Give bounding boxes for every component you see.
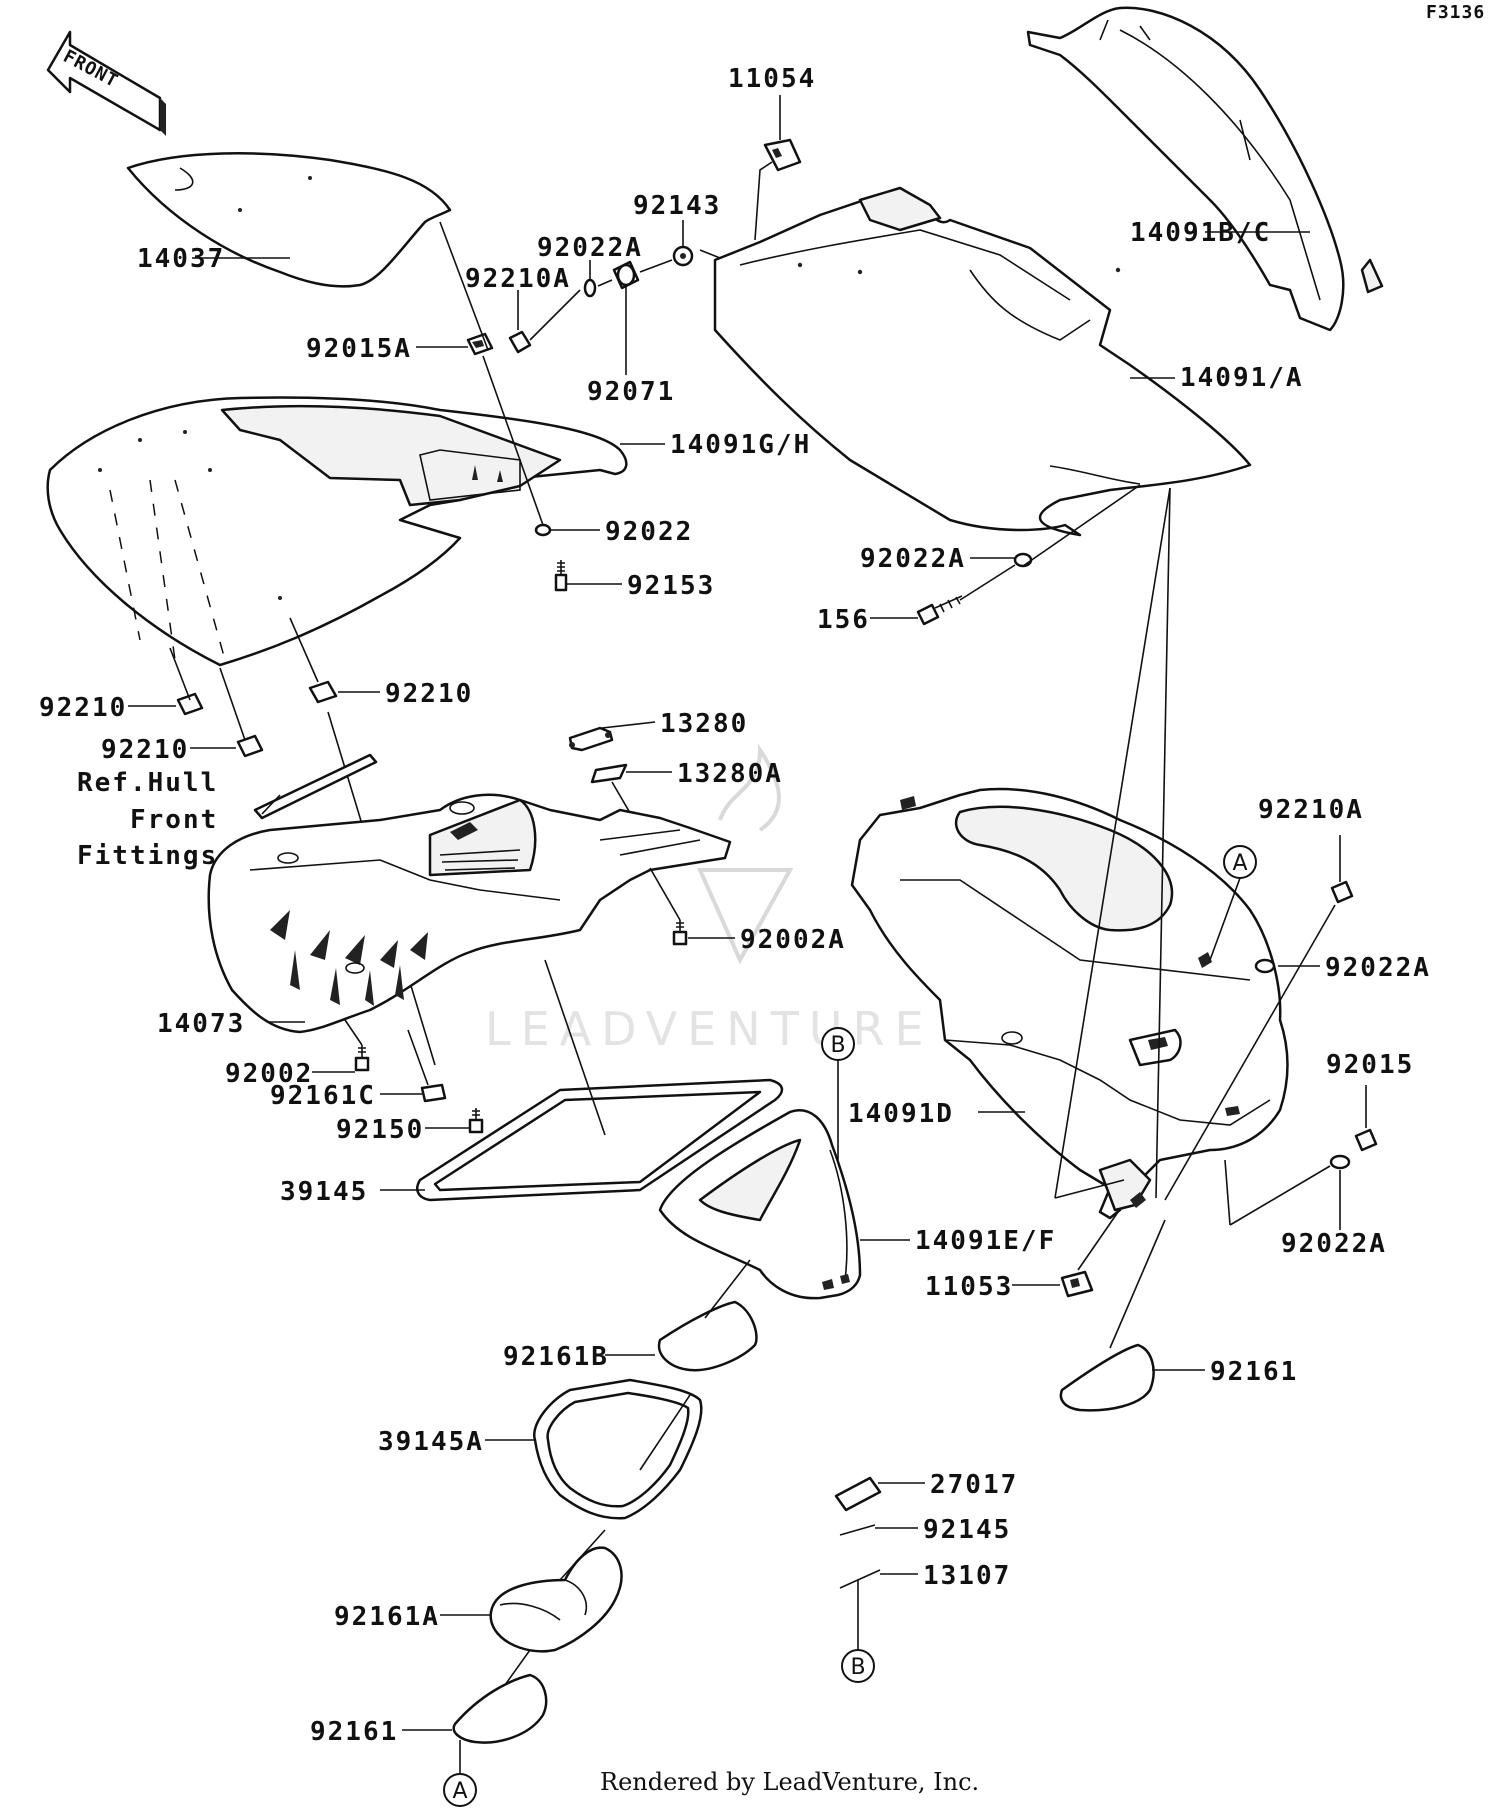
figure-code: F3136 xyxy=(1426,2,1485,23)
part-14073-tray xyxy=(207,793,732,1034)
part-92150-bolt xyxy=(468,1108,484,1134)
part-92161A-pad xyxy=(489,1546,623,1653)
credit-text: Rendered by LeadVenture, Inc. xyxy=(600,1768,979,1796)
label-92161B: 92161B xyxy=(503,1342,609,1372)
label-14037: 14037 xyxy=(137,244,225,274)
label-92022A-lowright: 92022A xyxy=(1281,1229,1387,1259)
part-13280-bracket xyxy=(568,726,614,752)
label-11053: 11053 xyxy=(925,1272,1013,1302)
label-92015: 92015 xyxy=(1326,1050,1414,1080)
front-arrow-icon: FRONT xyxy=(46,30,166,136)
label-27017: 27017 xyxy=(930,1470,1018,1500)
part-92210-clip-lower xyxy=(236,734,264,758)
part-92145-rivet xyxy=(839,1524,876,1536)
part-14037-cover xyxy=(126,152,452,288)
label-92210-lower: 92210 xyxy=(101,735,189,765)
part-13107-strip xyxy=(839,1569,881,1589)
callout-A-lower xyxy=(443,1773,477,1807)
part-39145-gasket xyxy=(416,1078,784,1202)
label-92022: 92022 xyxy=(605,517,693,547)
part-92161-pad-bottom xyxy=(452,1673,548,1744)
part-92022A-washer-lowright xyxy=(1329,1154,1351,1170)
label-92210-center: 92210 xyxy=(385,679,473,709)
part-92210-clip-center xyxy=(308,680,338,704)
label-39145: 39145 xyxy=(280,1177,368,1207)
part-14091BC-cover xyxy=(1026,6,1384,332)
part-92002A-bolt xyxy=(672,920,688,946)
part-11054-clip xyxy=(763,138,802,172)
part-92161C-pad xyxy=(420,1083,447,1103)
label-92071: 92071 xyxy=(587,377,675,407)
part-92153-bolt xyxy=(554,560,568,592)
part-92071-bushing xyxy=(612,260,640,290)
part-92022A-washer-right xyxy=(1254,958,1276,974)
part-92161B-pad xyxy=(657,1300,758,1372)
ref-hull-line3: Fittings xyxy=(77,841,218,871)
label-92022A-right: 92022A xyxy=(1325,953,1431,983)
part-92210-clip-left xyxy=(176,692,204,716)
label-92022A-mid: 92022A xyxy=(860,544,966,574)
part-13280A-plate xyxy=(590,763,628,784)
part-92022-washer xyxy=(534,523,552,537)
label-14091A: 14091/A xyxy=(1180,363,1304,393)
callout-A-upper-text: A xyxy=(1232,851,1247,876)
part-92015-nut xyxy=(1354,1128,1378,1152)
part-92002-bolt xyxy=(354,1045,370,1072)
label-92150: 92150 xyxy=(336,1115,424,1145)
part-92015A-clip xyxy=(466,332,494,356)
label-92143: 92143 xyxy=(633,191,721,221)
label-92161A: 92161A xyxy=(334,1602,440,1632)
ref-hull-line1: Ref.Hull xyxy=(77,768,218,798)
part-92022A-washer-mid xyxy=(1013,552,1033,568)
label-11054: 11054 xyxy=(728,64,816,94)
label-13107: 13107 xyxy=(923,1561,1011,1591)
label-92210-left: 92210 xyxy=(39,693,127,723)
callout-B-upper-text: B xyxy=(830,1033,845,1058)
label-14073: 14073 xyxy=(157,1009,245,1039)
label-92161-bottom: 92161 xyxy=(310,1717,398,1747)
part-92210A-nut-right xyxy=(1330,880,1354,904)
label-92002: 92002 xyxy=(225,1059,313,1089)
label-92161-right: 92161 xyxy=(1210,1357,1298,1387)
label-14091GH: 14091G/H xyxy=(670,430,811,460)
part-92210A-nut-top xyxy=(508,330,532,354)
label-92022A-top: 92022A xyxy=(537,233,643,263)
part-11053-clip xyxy=(1060,1270,1094,1298)
label-13280: 13280 xyxy=(660,709,748,739)
label-14091EF: 14091E/F xyxy=(915,1226,1056,1256)
label-13280A: 13280A xyxy=(677,759,783,789)
callout-B-lower-text: B xyxy=(850,1655,865,1680)
label-92153: 92153 xyxy=(627,571,715,601)
callout-B-lower xyxy=(841,1649,875,1683)
part-14091GH-cover xyxy=(46,396,628,667)
label-39145A: 39145A xyxy=(378,1427,484,1457)
part-92143-grommet xyxy=(672,245,694,267)
label-14091D: 14091D xyxy=(848,1099,954,1129)
label-92210A-right: 92210A xyxy=(1258,795,1364,825)
label-92015A: 92015A xyxy=(306,334,412,364)
watermark-text: LEADVENTURE xyxy=(485,1002,934,1056)
label-156: 156 xyxy=(817,605,870,635)
label-92145: 92145 xyxy=(923,1515,1011,1545)
ref-hull-line2: Front xyxy=(130,805,218,835)
label-92002A: 92002A xyxy=(740,925,846,955)
part-14091A-panel xyxy=(713,186,1252,537)
part-14091D-hood xyxy=(850,787,1289,1220)
part-14091EF-cover xyxy=(658,1109,862,1300)
part-92022A-washer-top xyxy=(583,278,597,298)
part-27017-label xyxy=(834,1476,882,1512)
callout-A-lower-text: A xyxy=(452,1779,467,1804)
label-92161C: 92161C xyxy=(270,1081,376,1111)
part-92161-pad-right xyxy=(1059,1343,1155,1412)
label-14091BC: 14091B/C xyxy=(1130,218,1271,248)
label-92210A-top: 92210A xyxy=(465,264,571,294)
part-39145A-gasket xyxy=(532,1378,703,1520)
part-156-bolt xyxy=(916,595,963,626)
